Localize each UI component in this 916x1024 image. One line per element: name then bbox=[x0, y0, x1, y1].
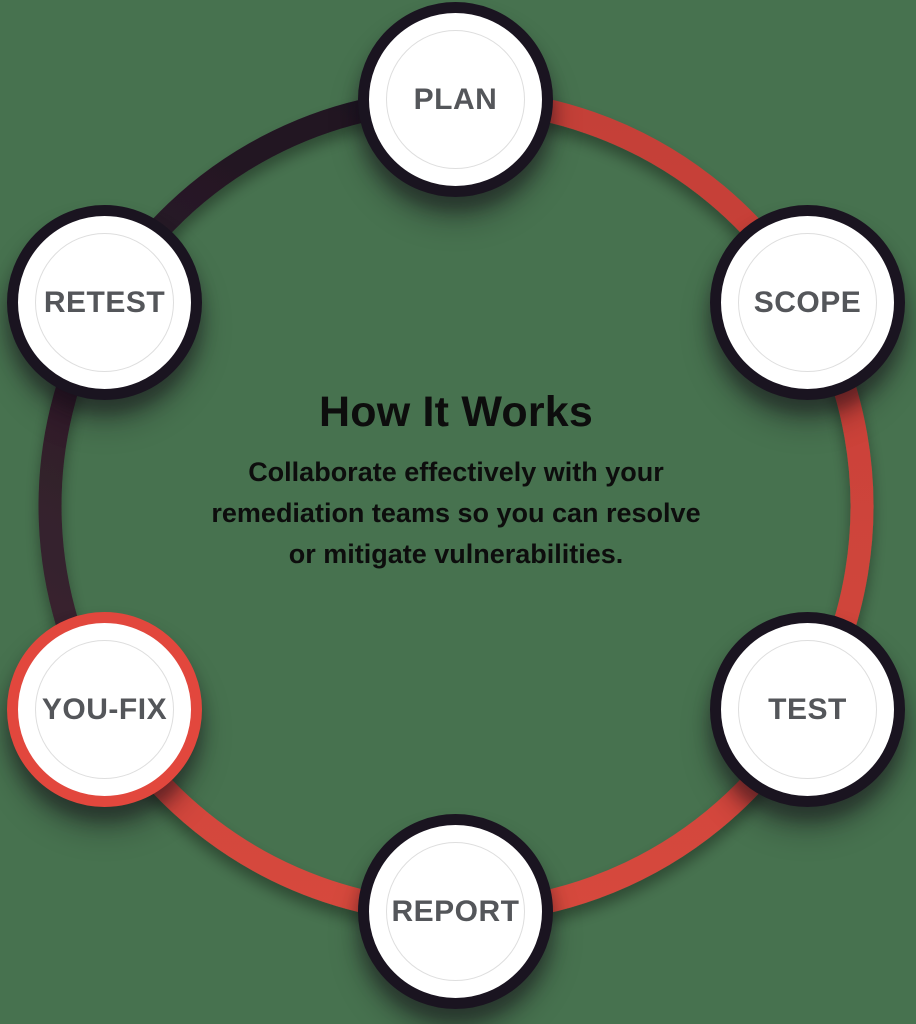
node-label-plan: PLAN bbox=[413, 82, 498, 116]
node-report: REPORT bbox=[358, 814, 553, 1009]
node-label-test: TEST bbox=[768, 692, 847, 726]
node-label-report: REPORT bbox=[391, 894, 520, 928]
subtitle-line-1: Collaborate effectively with your bbox=[248, 457, 664, 487]
node-you-fix: YOU-FIX bbox=[7, 612, 202, 807]
node-label-retest: RETEST bbox=[43, 285, 166, 319]
node-scope: SCOPE bbox=[710, 205, 905, 400]
diagram-title: How It Works bbox=[319, 388, 593, 436]
node-label-you-fix: YOU-FIX bbox=[41, 692, 168, 726]
node-test: TEST bbox=[710, 612, 905, 807]
node-plan: PLAN bbox=[358, 2, 553, 197]
diagram-subtitle: Collaborate effectively with your remedi… bbox=[156, 452, 756, 575]
subtitle-line-3: or mitigate vulnerabilities. bbox=[288, 539, 624, 569]
center-text-block: How It Works Collaborate effectively wit… bbox=[156, 386, 756, 575]
node-label-scope: SCOPE bbox=[753, 285, 862, 319]
node-retest: RETEST bbox=[7, 205, 202, 400]
subtitle-line-2: remediation teams so you can resolve bbox=[211, 498, 701, 528]
